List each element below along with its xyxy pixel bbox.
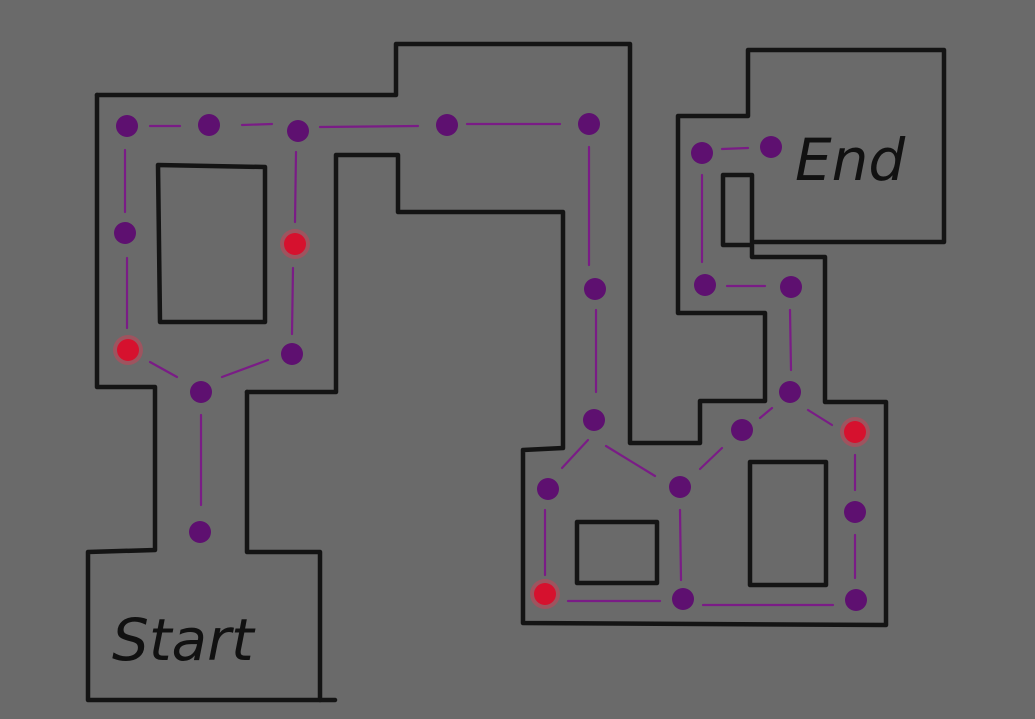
edge <box>148 360 179 379</box>
node <box>584 278 606 300</box>
node <box>287 120 309 142</box>
edge <box>240 122 274 127</box>
maze-walls <box>85 41 947 703</box>
edge <box>720 146 750 151</box>
edge <box>788 308 793 372</box>
node <box>844 501 866 523</box>
node <box>731 419 753 441</box>
edge <box>678 508 683 582</box>
node <box>198 114 220 136</box>
maze-edges <box>123 122 857 607</box>
node <box>760 136 782 158</box>
start-label: Start <box>112 606 256 674</box>
node <box>583 409 605 431</box>
edge <box>290 266 295 336</box>
wall-inner-block-1 <box>155 162 268 325</box>
node-highlight <box>117 339 139 361</box>
edge <box>293 150 298 224</box>
edge <box>806 408 834 427</box>
node <box>114 222 136 244</box>
node <box>190 381 212 403</box>
node-highlight <box>844 421 866 443</box>
edge <box>758 406 774 420</box>
edge <box>698 446 724 471</box>
node <box>779 381 801 403</box>
wall-inner-block-2 <box>574 519 660 586</box>
node <box>694 274 716 296</box>
node <box>537 478 559 500</box>
end-label: End <box>795 126 906 194</box>
edge <box>560 438 590 470</box>
node-highlight <box>284 233 306 255</box>
node <box>116 115 138 137</box>
node <box>669 476 691 498</box>
wall-start-room-right <box>244 389 323 703</box>
wall-left-corridor-right-top <box>244 152 889 628</box>
node <box>578 113 600 135</box>
node <box>672 588 694 610</box>
node <box>845 589 867 611</box>
edge <box>604 444 657 478</box>
edge <box>220 358 270 379</box>
node-highlight <box>534 583 556 605</box>
node <box>780 276 802 298</box>
node <box>436 114 458 136</box>
node <box>189 521 211 543</box>
node <box>281 343 303 365</box>
wall-top-outer <box>94 41 947 446</box>
edge <box>318 124 420 129</box>
node <box>691 142 713 164</box>
wall-left-outer <box>85 92 338 703</box>
maze-nodes <box>113 113 870 611</box>
wall-inner-block-3 <box>747 459 829 588</box>
